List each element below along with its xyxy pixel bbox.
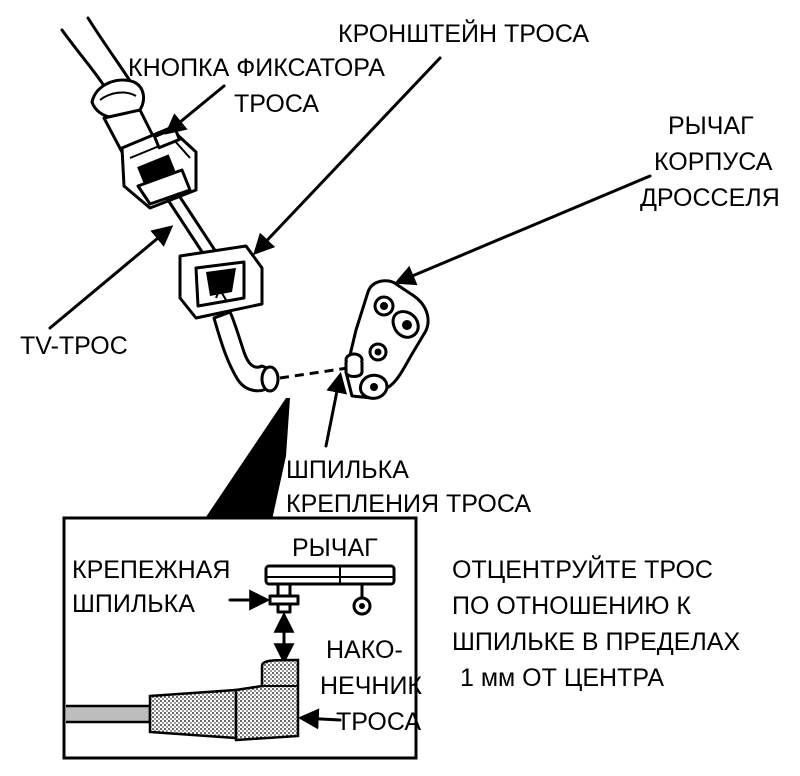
inset-lever <box>264 564 396 616</box>
alignment-note: ОТЦЕНТРУЙТЕ ТРОС ПО ОТНОШЕНИЮ К ШПИЛЬКЕ … <box>452 554 740 692</box>
stud-label-line2: КРЕПЛЕНИЯ ТРОСА <box>286 490 531 518</box>
lever-label-line1: РЫЧАГ <box>668 112 754 140</box>
inset-tip-label-line3: ТРОСА <box>336 708 421 736</box>
note-line4: 1 мм ОТ ЦЕНТРА <box>460 664 664 692</box>
inset-pin-label-line2: ШПИЛЬКА <box>72 590 195 618</box>
tv-cable-label: TV-ТРОС <box>20 332 128 360</box>
cable-grommet <box>90 78 158 154</box>
bracket-leader <box>253 56 442 256</box>
lever-leader <box>394 174 652 286</box>
stud-label-line1: ШПИЛЬКА <box>286 456 409 484</box>
bracket-label: КРОНШТЕЙН ТРОСА <box>338 18 589 48</box>
lever-label-line3: ДРОССЕЛЯ <box>640 184 780 212</box>
lock-button-label-line2: ТРОСА <box>234 90 319 118</box>
leader-arrows <box>48 56 652 448</box>
inset-lever-label: РЫЧАГ <box>292 534 378 562</box>
tip-leader <box>297 708 342 730</box>
inset-tip-label-line2: НЕЧНИК <box>320 672 422 700</box>
inset-tip-label-line1: НАКО- <box>326 636 403 664</box>
throttle-lever <box>344 279 430 400</box>
main-assembly <box>60 16 430 400</box>
alignment-dashed-line <box>279 366 349 380</box>
inset-pin-label-line1: КРЕПЕЖНАЯ <box>72 556 230 584</box>
stud-leader <box>324 371 348 448</box>
inset-cable-end <box>66 658 300 742</box>
note-line3: ШПИЛЬКЕ В ПРЕДЕЛАХ <box>452 628 740 656</box>
cable-bracket <box>178 244 264 320</box>
tv-cable-leader <box>48 225 174 330</box>
lock-button-leader <box>164 84 226 135</box>
cable-elbow <box>212 310 280 393</box>
detail-callout-wedge <box>204 398 290 520</box>
detail-inset: РЫЧАГ КРЕПЕЖНАЯ ШПИЛЬКА НАКО- НЕЧНИК ТРО… <box>62 516 422 760</box>
note-line1: ОТЦЕНТРУЙТЕ ТРОС <box>452 554 713 584</box>
lock-button-label-line1: КНОПКА ФИКСАТОРА <box>128 54 385 82</box>
lever-label-line2: КОРПУСА <box>654 148 773 176</box>
note-line2: ПО ОТНОШЕНИЮ К <box>452 592 691 620</box>
cable-stud <box>344 352 364 378</box>
